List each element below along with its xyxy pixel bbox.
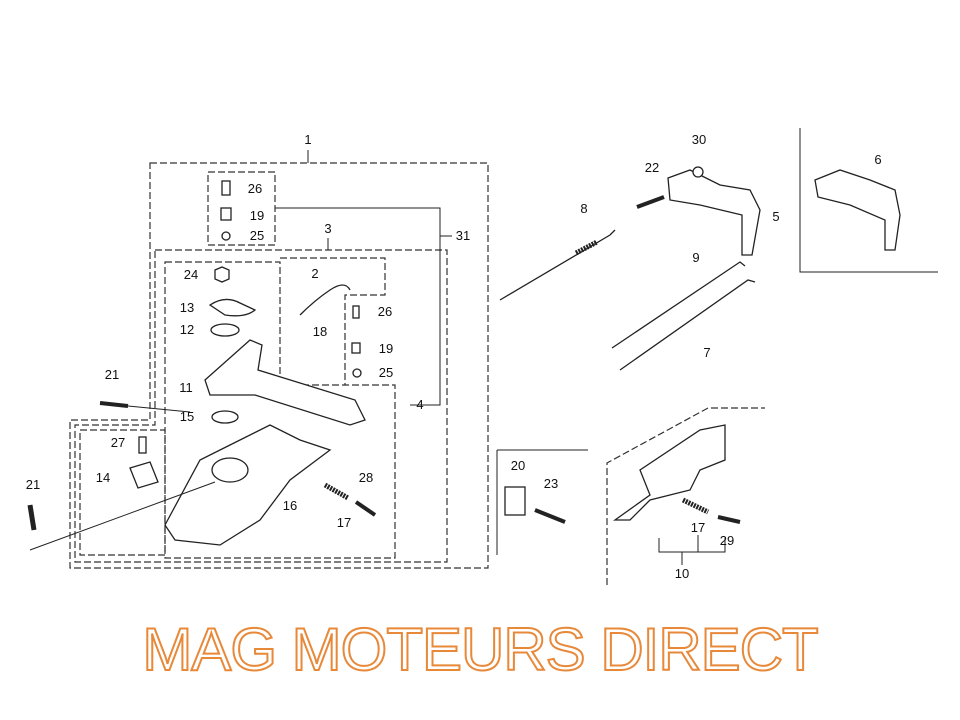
box-assembly-1 [69,162,489,569]
bracket-6 [814,169,901,251]
part-label-17: 17 [337,515,351,530]
base-plate-16 [164,424,332,546]
spring-17 [323,482,350,501]
part-label-4: 4 [416,397,423,412]
part-label-2: 2 [311,266,318,281]
part-label-29: 29 [720,533,734,548]
box-assembly-2 [164,261,396,559]
box-spring [280,257,386,385]
part-label-16: 16 [283,498,297,513]
rod-7 [619,279,756,371]
part-label-3: 3 [324,221,331,236]
screw-28 [354,500,377,517]
screw-29 [717,515,741,524]
bolt-26 [221,180,231,196]
clip-14 [129,461,159,489]
part-label-28: 28 [359,470,373,485]
box-variant-20 [496,449,588,555]
screw-27 [138,436,147,454]
part-label-11: 11 [179,380,193,395]
nut-30 [692,166,704,178]
leader-10 [658,535,726,565]
spring-18 [299,284,351,316]
part-label-15: 15 [180,409,194,424]
part-label-12: 12 [180,322,194,337]
bolt-22 [636,195,665,209]
bolt-23 [534,508,566,524]
part-label-17: 17 [691,520,705,535]
part-label-31: 31 [456,228,470,243]
box-assembly-3 [74,249,448,563]
parts [27,166,901,551]
plate-13 [208,298,257,317]
washer-12 [210,323,240,337]
part-label-7: 7 [703,345,710,360]
part-label-22: 22 [645,160,659,175]
part-label-24: 24 [184,267,198,282]
bolt-26b [352,305,360,319]
part-label-10: 10 [675,566,689,581]
part-label-21: 21 [105,367,119,382]
part-label-26: 26 [248,181,262,196]
part-label-26: 26 [378,304,392,319]
group-boxes [69,128,938,585]
part-label-27: 27 [111,435,125,450]
leader-21 [29,405,216,551]
part-label-21: 21 [26,477,40,492]
part-label-19: 19 [250,208,264,223]
watermark: MAG MOTEURS DIRECT [142,616,818,683]
part-label-18: 18 [313,324,327,339]
control-bracket-10 [612,424,726,521]
part-label-23: 23 [544,476,558,491]
part-label-1: 1 [304,132,311,147]
washer-15 [211,410,239,424]
part-label-25: 25 [250,228,264,243]
part-label-6: 6 [874,152,881,167]
part-label-19: 19 [379,341,393,356]
nut-19b [351,342,361,354]
box-bracket [79,429,166,556]
bolt-21a [99,401,129,408]
clip-25 [221,231,231,241]
rod-9 [611,261,746,349]
boss-16 [211,457,249,483]
rod-8 [499,229,616,301]
part-label-14: 14 [96,470,110,485]
clip-25b [352,368,362,378]
bracket-5 [667,169,761,256]
nut-19 [220,207,232,221]
lever-arm [204,339,366,426]
part-label-25: 25 [379,365,393,380]
box-variant-10 [606,407,765,585]
part-label-30: 30 [692,132,706,147]
leader-lines-main [275,150,452,406]
part-label-5: 5 [772,209,779,224]
part-label-13: 13 [180,300,194,315]
part-label-20: 20 [511,458,525,473]
spring-17b [681,497,710,515]
part-label-8: 8 [580,201,587,216]
box-variant-6 [799,128,938,273]
part-label-9: 9 [692,250,699,265]
collar-20 [504,486,526,516]
box-fasteners [207,171,276,246]
bolt-21b [27,504,37,531]
nut-24 [214,266,230,283]
spring-8 [574,239,599,256]
